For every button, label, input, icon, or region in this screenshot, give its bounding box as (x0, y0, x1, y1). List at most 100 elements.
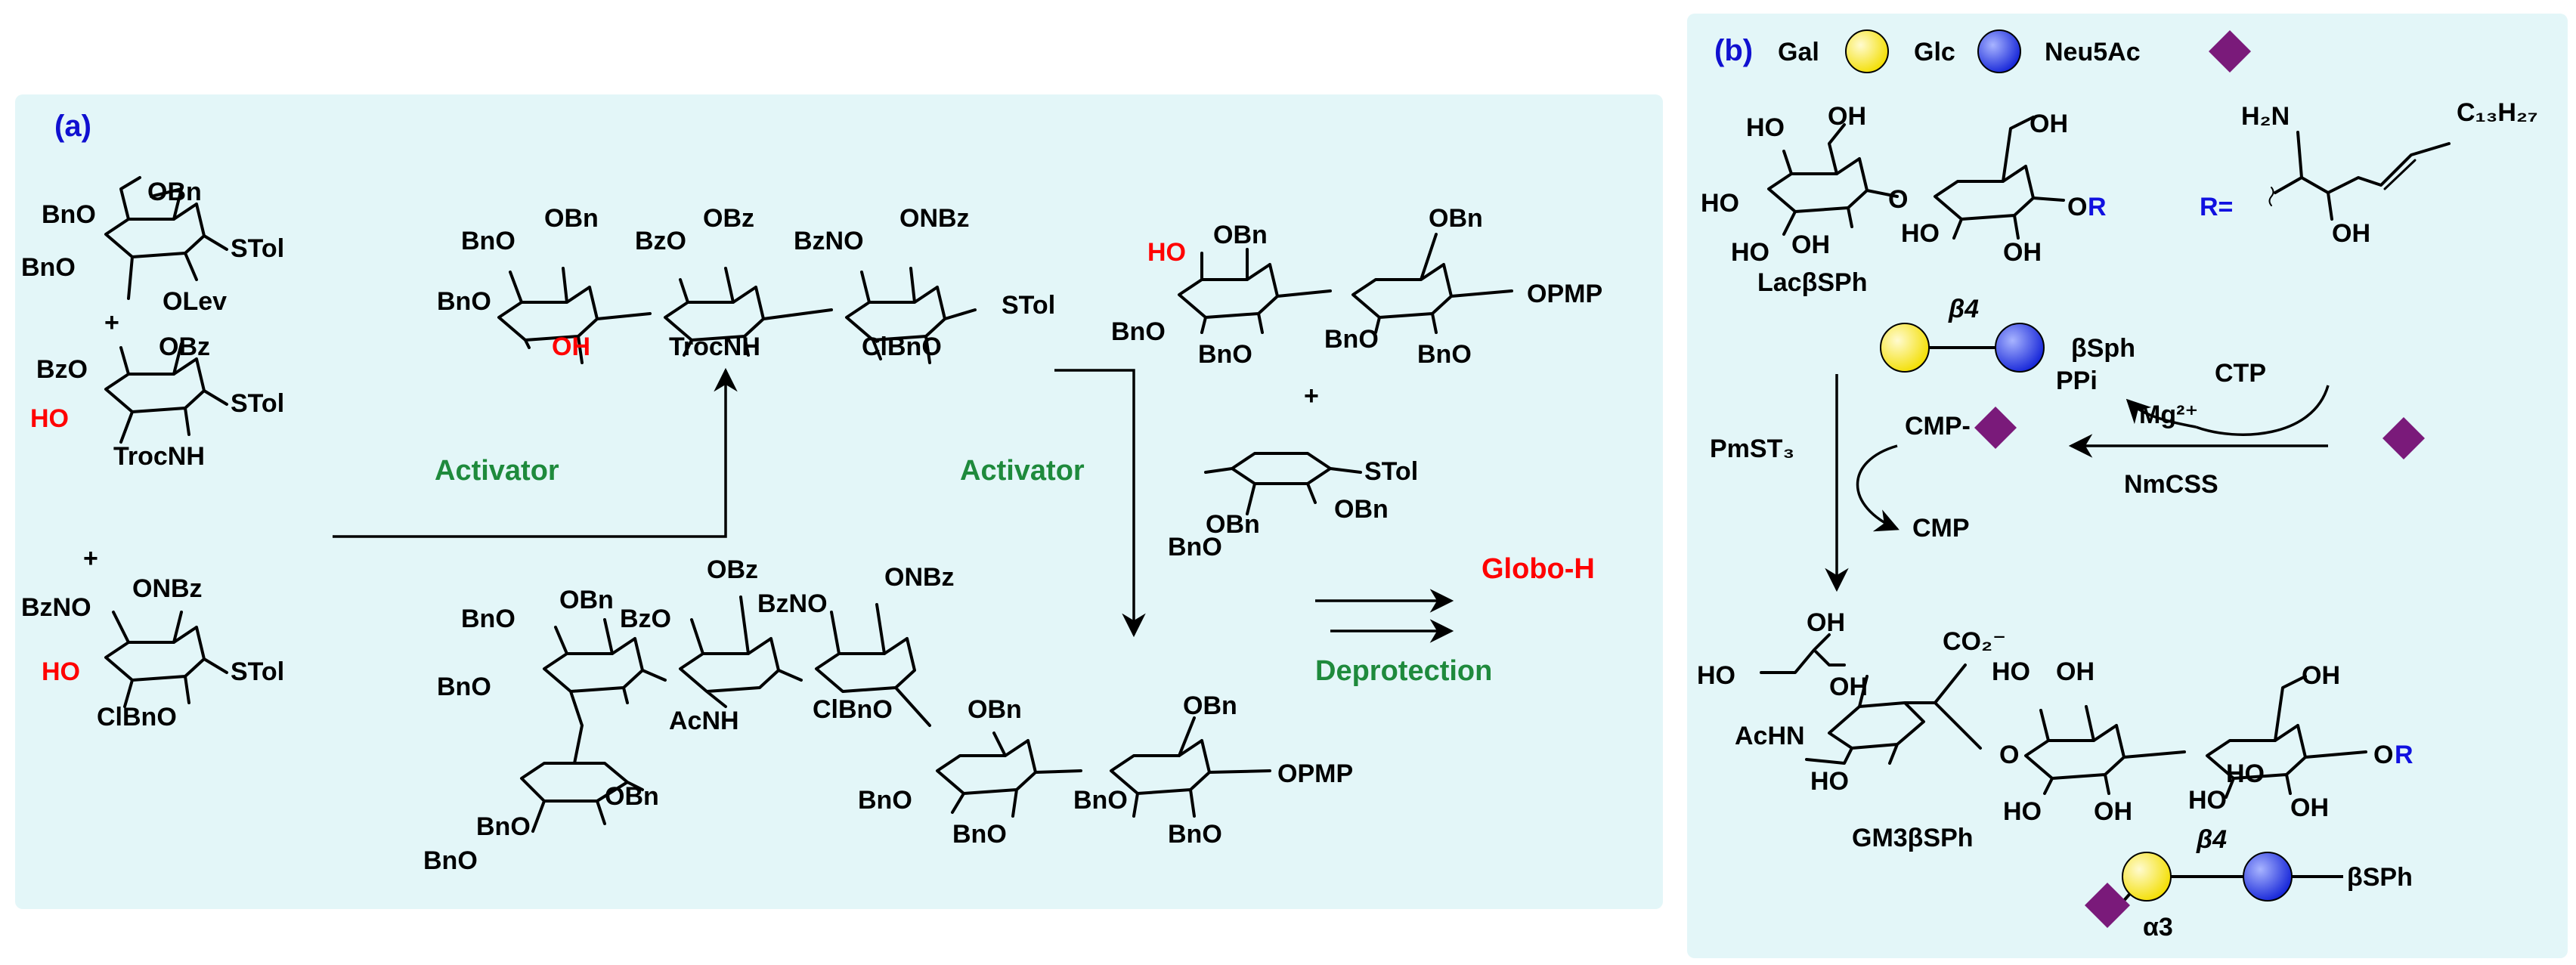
label-onbz: ONBz (132, 574, 203, 603)
enzyme-pmst3: PmST₃ (1710, 435, 1794, 463)
label-bno: BnO (952, 820, 1007, 849)
sphingosine-r-group: H₂N OH C₁₃H₂₇ (2241, 98, 2538, 248)
trisaccharide-intermediate: OBn OBz ONBz BnO BzO BzNO BnO STol OH Tr… (437, 204, 1055, 364)
ctp-label: CTP (2215, 359, 2266, 388)
label-o: O (1999, 741, 2019, 769)
label-bno: BnO (1417, 340, 1472, 369)
label-oh: OH (2302, 661, 2340, 690)
label-bno: BnO (1198, 340, 1252, 369)
label-oh: OH (2003, 238, 2042, 267)
label-bno: BnO (461, 605, 516, 633)
label-bno: BnO (423, 846, 478, 875)
globo-h-label: Globo-H (1482, 553, 1595, 585)
label-obn: OBn (1213, 221, 1268, 249)
label-obn: OBn (1206, 510, 1260, 539)
label-ho: HO (1992, 657, 2030, 686)
label-bno: BnO (437, 673, 491, 701)
label-oh: OH (2332, 219, 2370, 248)
ctp-curve (2195, 385, 2330, 436)
label-stol: STol (231, 389, 284, 418)
cmp-sia-label: CMP- (1905, 412, 1971, 441)
label-bno: BnO (1073, 786, 1128, 815)
plus-sign: + (104, 308, 119, 337)
legend-gal-icon (1845, 29, 1889, 73)
label-clbno: ClBnO (97, 703, 177, 731)
label-bzno: BzNO (21, 593, 91, 622)
label-acnh: AcNH (669, 707, 739, 735)
label-trocnh: TrocNH (669, 332, 760, 361)
gm3-name: GM3βSPh (1852, 824, 1974, 852)
label-c13h27: C₁₃H₂₇ (2457, 98, 2538, 127)
beta4-label: β4 (2196, 825, 2227, 854)
label-bno: BnO (437, 287, 491, 316)
lac-name: LacβSPh (1757, 268, 1867, 297)
bsph-label: βSPh (2347, 863, 2413, 892)
label-opmp: OPMP (1277, 759, 1353, 788)
ppi-label: PPi (2056, 367, 2098, 395)
label-ho-red: HO (30, 404, 69, 433)
label-h2n: H₂N (2241, 102, 2290, 131)
label-ho: HO (2003, 797, 2042, 826)
nmcss-label: NmCSS (2124, 470, 2218, 499)
label-r-blue: R (2088, 193, 2107, 221)
label-bzno: BzNO (757, 589, 828, 618)
label-obn: OBn (147, 178, 202, 206)
label-oh: OH (1791, 230, 1830, 259)
label-olev: OLev (163, 287, 227, 316)
label-bno: BnO (1168, 820, 1222, 849)
symbol-legend: Gal Glc Neu5Ac (1778, 29, 2251, 73)
galactose-acceptor-2: ONBz BzNO HO STol ClBnO (21, 574, 284, 731)
fucose-donor: STol OBn OBn BnO (1168, 452, 1418, 561)
label-r-blue: R (2395, 741, 2413, 769)
hexasaccharide-product: OBn OBz ONBz BnO BzO BzNO BnO AcNH ClBnO… (423, 555, 1353, 875)
label-obz: OBz (707, 555, 758, 584)
label-bzo: BzO (635, 227, 686, 255)
gal-icon (1880, 323, 1930, 373)
panel-a-background (15, 94, 1663, 909)
activator-label-2: Activator (960, 455, 1085, 487)
label-ho: HO (1810, 767, 1849, 796)
label-ho: HO (1746, 113, 1785, 142)
activator-arrow-1 (333, 367, 738, 538)
panel-b-label: (b) (1714, 34, 1753, 67)
label-onbz: ONBz (884, 563, 955, 592)
label-onbz: ONBz (899, 204, 970, 233)
label-oh: OH (2056, 657, 2095, 686)
neu5ac-icon (1974, 407, 2017, 449)
label-stol: STol (231, 657, 284, 686)
label-o: O (2067, 193, 2087, 221)
label-obz: OBz (703, 204, 754, 233)
legend-neu5ac-icon (2209, 30, 2251, 73)
legend-glc-icon (1977, 29, 2021, 73)
label-ho: HO (1697, 661, 1735, 690)
label-ho-red: HO (1147, 238, 1186, 267)
label-opmp: OPMP (1527, 280, 1602, 308)
glc-icon (2243, 852, 2293, 902)
label-obn: OBn (1429, 204, 1483, 233)
label-bno: BnO (1168, 533, 1222, 561)
bsph-label: βSph (2071, 334, 2135, 363)
label-oh: OH (1829, 673, 1868, 701)
activator-arrow-2 (1054, 369, 1146, 638)
label-oh: OH (1807, 608, 1845, 637)
label-ho: HO (2188, 786, 2227, 815)
label-obn: OBn (1183, 691, 1237, 720)
alpha3-label: α3 (2143, 913, 2173, 942)
label-ho: HO (1731, 238, 1769, 267)
label-oh-red: OH (552, 332, 590, 361)
legend-neu5ac-label: Neu5Ac (2045, 38, 2141, 66)
label-ho: HO (1901, 219, 1940, 248)
label-ho: HO (1701, 189, 1739, 218)
label-ho-red: HO (42, 657, 80, 686)
label-clbno: ClBnO (813, 695, 893, 724)
lactosyl-sphingosine-glycan: β4 βSph (1880, 295, 2135, 373)
gm3-structure: HO OH CO₂⁻ OH HO OH OH AcHN HO O HO OH O… (1697, 608, 2413, 826)
panel-b-background (1687, 14, 2568, 958)
label-bno: BnO (42, 200, 96, 229)
label-trocnh: TrocNH (113, 442, 205, 471)
label-stol: STol (1002, 291, 1055, 320)
label-bno: BnO (1111, 317, 1166, 346)
label-oh: OH (2290, 793, 2329, 822)
neu5ac-icon (2085, 883, 2130, 928)
